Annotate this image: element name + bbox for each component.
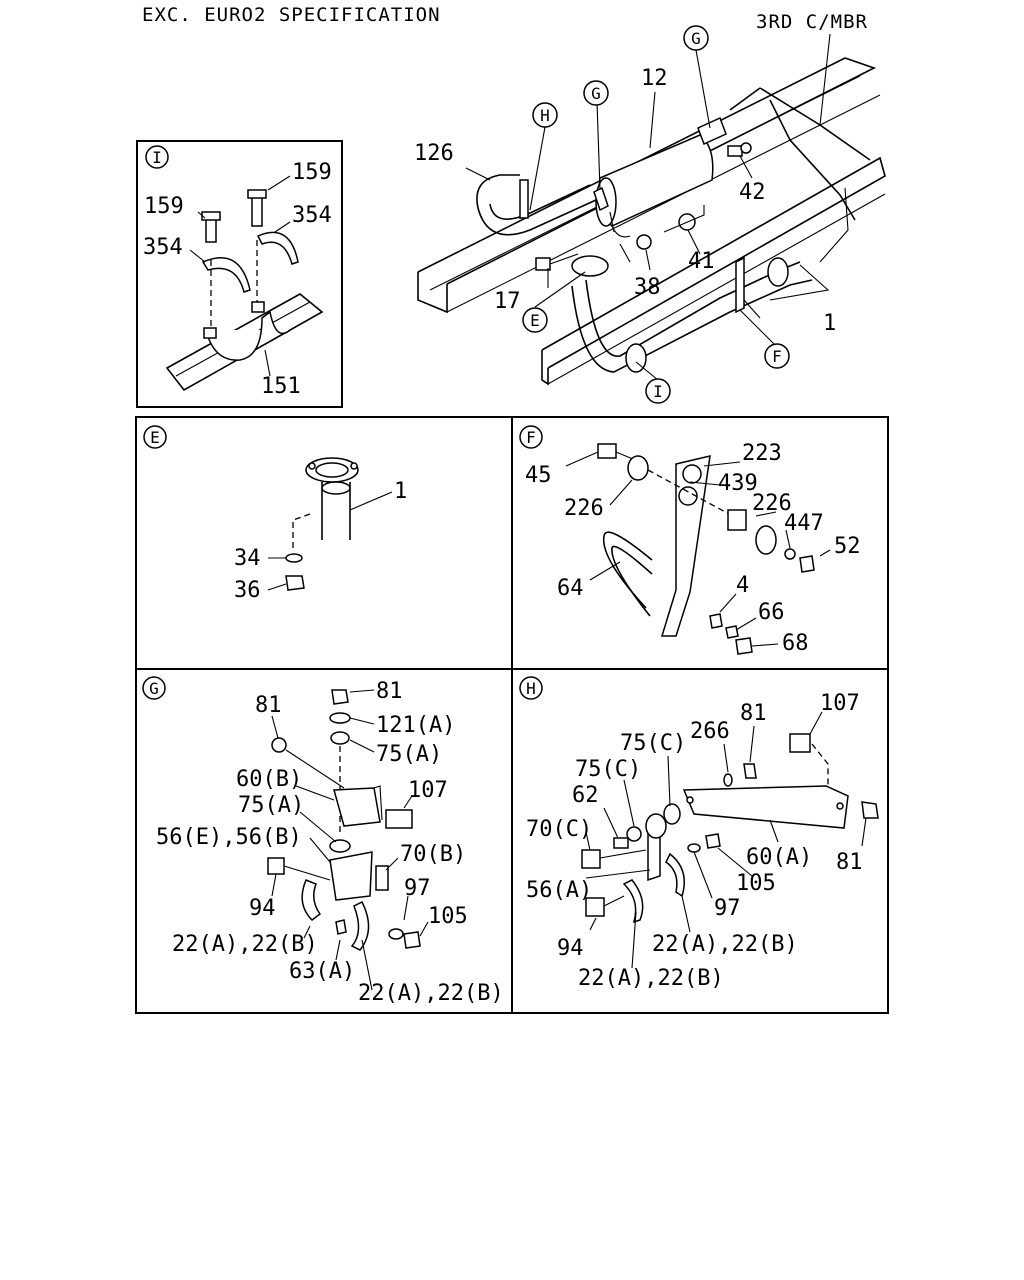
part-number: 1	[823, 311, 836, 336]
part-number: 75(C)	[620, 731, 686, 756]
callout-g-1: G	[683, 25, 709, 51]
hangers	[519, 116, 761, 319]
callout-e: E	[522, 307, 548, 333]
part-number: 97	[714, 896, 741, 921]
part-number: 126	[414, 141, 454, 166]
part-number: 354	[143, 235, 183, 260]
part-number: 36	[234, 578, 261, 603]
part-number: 226	[564, 496, 604, 521]
detail-marker: H	[526, 679, 536, 698]
part-number: 159	[292, 160, 332, 185]
svg-text:F: F	[772, 347, 782, 366]
part-number: 1	[394, 479, 407, 504]
part-number: 60(B)	[236, 767, 302, 792]
part-number: 64	[557, 576, 584, 601]
part-number: 63(A)	[289, 959, 355, 984]
detail-marker: E	[150, 428, 160, 447]
detail-g: G	[142, 676, 504, 1006]
frame-rail-lower	[541, 156, 886, 386]
part-number: 4	[736, 573, 749, 598]
part-number: 223	[742, 441, 782, 466]
detail-h: H	[519, 676, 879, 991]
svg-text:E: E	[530, 311, 540, 330]
part-number: 439	[718, 471, 758, 496]
part-number: 81	[836, 850, 863, 875]
part-number: 81	[740, 701, 767, 726]
part-number: 62	[572, 783, 599, 808]
member-label: 3RD C/MBR	[756, 11, 868, 33]
part-number: 94	[557, 936, 584, 961]
detail-f: F 45 223 439 226 226	[519, 425, 861, 656]
part-number: 107	[408, 778, 448, 803]
main-leaders	[465, 49, 830, 381]
detail-i: I 159 159 354 354 151	[136, 140, 343, 408]
spec-label: EXC. EURO2 SPECIFICATION	[142, 4, 441, 26]
part-number: 17	[494, 289, 521, 314]
part-number: 34	[234, 546, 261, 571]
part-number: 70(B)	[400, 842, 466, 867]
detail-e: E 1 34 36	[143, 425, 407, 603]
svg-text:H: H	[540, 106, 550, 125]
part-number: 354	[292, 203, 332, 228]
part-number: 66	[758, 600, 785, 625]
cross-member	[729, 33, 871, 263]
part-number: 81	[376, 679, 403, 704]
part-number: 41	[688, 249, 715, 274]
part-number: 97	[404, 876, 431, 901]
part-number: 42	[739, 180, 766, 205]
svg-text:I: I	[653, 382, 663, 401]
part-number: 121(A)	[376, 713, 455, 738]
part-number: 38	[634, 275, 661, 300]
part-number: 45	[525, 463, 552, 488]
callout-i: I	[645, 378, 671, 404]
part-number: 70(C)	[526, 817, 592, 842]
part-number: 447	[784, 511, 824, 536]
part-number: 60(A)	[746, 845, 812, 870]
callout-h: H	[532, 102, 558, 128]
svg-text:G: G	[591, 84, 601, 103]
main-view: G G H E F I 12 126 42 17 38 41 1	[414, 25, 886, 404]
part-number: 75(A)	[376, 742, 442, 767]
part-number: 56(A)	[526, 878, 592, 903]
part-number: 105	[736, 871, 776, 896]
tail-pipe	[476, 174, 597, 236]
part-number: 22(A),22(B)	[172, 932, 318, 957]
part-number: 81	[255, 693, 282, 718]
part-number: 75(C)	[575, 757, 641, 782]
part-number: 226	[752, 491, 792, 516]
part-number: 12	[641, 66, 668, 91]
part-number: 105	[428, 904, 468, 929]
detail-marker: I	[152, 148, 162, 167]
svg-text:G: G	[691, 29, 701, 48]
detail-marker: F	[526, 428, 536, 447]
callout-g-2: G	[583, 80, 609, 106]
callout-f: F	[764, 343, 790, 369]
part-number: 52	[834, 534, 861, 559]
part-number: 151	[261, 374, 301, 399]
detail-grid	[135, 416, 889, 1014]
part-number: 75(A)	[238, 793, 304, 818]
main-hardware	[535, 142, 752, 271]
part-number: 22(A),22(B)	[578, 966, 724, 991]
front-pipe	[571, 255, 813, 373]
part-number: 159	[144, 194, 184, 219]
part-number: 22(A),22(B)	[358, 981, 504, 1006]
detail-marker: G	[149, 679, 159, 698]
part-number: 94	[249, 896, 276, 921]
part-number: 56(E),56(B)	[156, 825, 302, 850]
part-number: 266	[690, 719, 730, 744]
part-number: 107	[820, 691, 860, 716]
part-number: 68	[782, 631, 809, 656]
part-number: 22(A),22(B)	[652, 932, 798, 957]
